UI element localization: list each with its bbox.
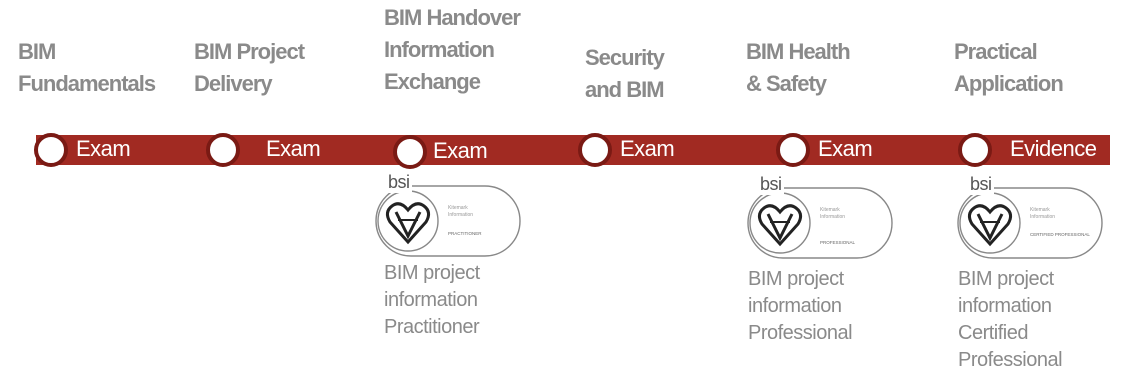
certificate-line: information bbox=[958, 295, 1052, 317]
svg-text:Information: Information bbox=[448, 212, 473, 218]
bsi-kitemark-badge-professional: Kitemark Information PROFESSIONAL bsi bbox=[746, 174, 896, 260]
bsi-brand-text: bsi bbox=[386, 172, 412, 193]
bsi-kitemark-badge-practitioner: Kitemark Information PRACTITIONER bsi bbox=[374, 172, 524, 258]
svg-text:PRACTITIONER: PRACTITIONER bbox=[448, 231, 482, 236]
stage-title-bim-handover: BIM Handover Information Exchange bbox=[384, 5, 521, 94]
timeline-node-1 bbox=[34, 133, 68, 167]
timeline-node-2 bbox=[206, 133, 240, 167]
certificate-line: information bbox=[748, 295, 842, 317]
stage-label-1: Exam bbox=[76, 136, 131, 161]
svg-text:Information: Information bbox=[820, 214, 845, 220]
svg-text:CERTIFIED PROFESSIONAL: CERTIFIED PROFESSIONAL bbox=[1030, 232, 1090, 237]
stage-title-bim-project-delivery: BIM Project Delivery bbox=[194, 39, 305, 96]
stage-title-bim-fundamentals: BIM Fundamentals bbox=[18, 39, 156, 96]
svg-text:Kitemark: Kitemark bbox=[1030, 207, 1050, 213]
certificate-certified-professional: BIM project information Certified Profes… bbox=[958, 266, 1063, 374]
bsi-kitemark-logo-icon: Kitemark Information PRACTITIONER bbox=[375, 185, 521, 257]
stage-label-5: Exam bbox=[818, 136, 873, 161]
stage-label-2: Exam bbox=[266, 136, 321, 161]
certificate-line: BIM project bbox=[748, 268, 844, 290]
timeline-node-3 bbox=[393, 135, 427, 169]
stage-title-security-and-bim: Security and BIM bbox=[585, 45, 665, 102]
bsi-brand-text: bsi bbox=[968, 174, 994, 195]
certificate-line: BIM project bbox=[958, 268, 1054, 290]
bsi-kitemark-logo-icon: Kitemark Information CERTIFIED PROFESSIO… bbox=[957, 187, 1103, 259]
certificate-professional: BIM project information Professional bbox=[748, 266, 853, 347]
certificate-line: BIM project bbox=[384, 262, 480, 284]
stage-label-3: Exam bbox=[433, 138, 488, 163]
stage-label-6: Evidence bbox=[1010, 136, 1097, 161]
certificate-practitioner: BIM project information Practitioner bbox=[384, 260, 480, 341]
stage-label-4: Exam bbox=[620, 136, 675, 161]
svg-text:Kitemark: Kitemark bbox=[448, 205, 468, 211]
stage-title-practical-application: Practical Application bbox=[954, 39, 1064, 96]
svg-text:PROFESSIONAL: PROFESSIONAL bbox=[820, 240, 856, 245]
timeline-node-6 bbox=[958, 133, 992, 167]
certificate-line: Professional bbox=[958, 349, 1063, 371]
bsi-brand-text: bsi bbox=[758, 174, 784, 195]
svg-text:Kitemark: Kitemark bbox=[820, 207, 840, 213]
svg-text:Information: Information bbox=[1030, 214, 1055, 220]
bsi-kitemark-logo-icon: Kitemark Information PROFESSIONAL bbox=[747, 187, 893, 259]
certificate-line: Professional bbox=[748, 322, 853, 344]
certificate-line: Practitioner bbox=[384, 316, 480, 338]
stage-title-bim-health-safety: BIM Health & Safety bbox=[746, 39, 851, 96]
certificate-line: Certified bbox=[958, 322, 1028, 344]
certificate-line: information bbox=[384, 289, 478, 311]
timeline-bar bbox=[36, 135, 1110, 165]
timeline-node-5 bbox=[776, 133, 810, 167]
bsi-kitemark-badge-certified-professional: Kitemark Information CERTIFIED PROFESSIO… bbox=[956, 174, 1106, 260]
timeline-node-4 bbox=[578, 133, 612, 167]
